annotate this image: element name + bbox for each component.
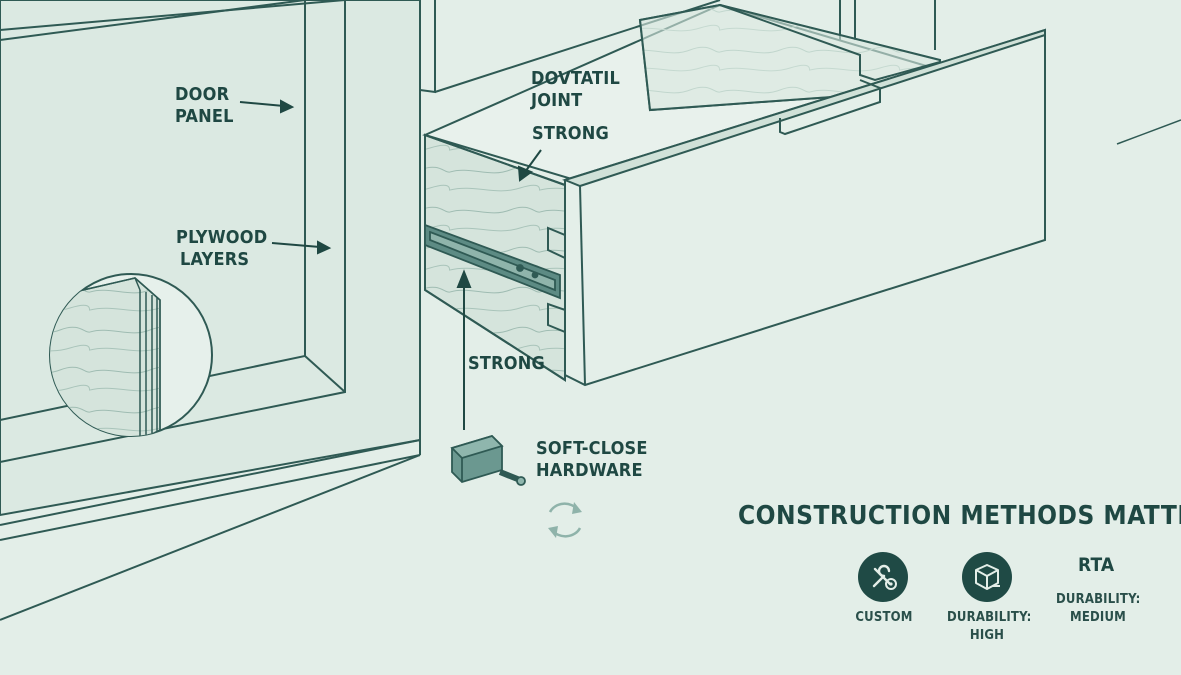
- plywood-layers-label-line1: PLYWOOD: [176, 227, 268, 248]
- custom-badge: [858, 552, 908, 602]
- rta-heading: RTA: [1078, 554, 1115, 576]
- label-arrows: [239, 99, 542, 430]
- soft-close-label-line2: HARDWARE: [536, 460, 643, 481]
- dovetail-joint-label-line1: DOVTATIL: [531, 68, 621, 89]
- rta-durability-label: DURABILITY: MEDIUM: [1056, 591, 1140, 627]
- dovetail-joint-label-line2: JOINT: [531, 90, 583, 111]
- rta-durability-line1: DURABILITY:: [1056, 592, 1141, 607]
- durability-high-line2: HIGH: [969, 628, 1005, 643]
- rta-durability-line2: MEDIUM: [1069, 610, 1127, 625]
- door-panel-label: DOOR PANEL: [175, 84, 234, 128]
- custom-label: CUSTOM: [855, 610, 913, 625]
- drawer-slide: [424, 223, 561, 300]
- legend-title: CONSTRUCTION METHODS MATTER: [738, 501, 1181, 531]
- dovetail-joint-label: DOVTATIL JOINT: [531, 68, 620, 112]
- soft-close-cycle-icon: [548, 502, 582, 538]
- door-panel-label-line2: PANEL: [175, 106, 234, 127]
- plywood-zoom-callout: [49, 273, 213, 437]
- strong-label-bottom: STRONG: [468, 353, 545, 374]
- plywood-layers-label: PLYWOOD LAYERS: [176, 227, 267, 271]
- soft-close-hardware-illustration: [450, 434, 526, 486]
- background-line: [1116, 119, 1181, 145]
- soft-close-label-line1: SOFT-CLOSE: [536, 438, 648, 459]
- soft-close-hardware-label: SOFT-CLOSE HARDWARE: [536, 438, 648, 482]
- box-icon: [975, 564, 1000, 590]
- durability-high-line1: DURABILITY:: [947, 610, 1032, 625]
- plywood-layers-label-line2: LAYERS: [180, 249, 250, 270]
- durability-high-badge: [962, 552, 1012, 602]
- strong-label-top: STRONG: [532, 123, 609, 144]
- drawer-front: [562, 28, 1046, 387]
- durability-high-label: DURABILITY: HIGH: [947, 609, 1032, 645]
- door-panel-label-line1: DOOR: [175, 84, 230, 105]
- tools-gear-icon: [872, 564, 897, 590]
- drawer-far-side: [638, 3, 941, 112]
